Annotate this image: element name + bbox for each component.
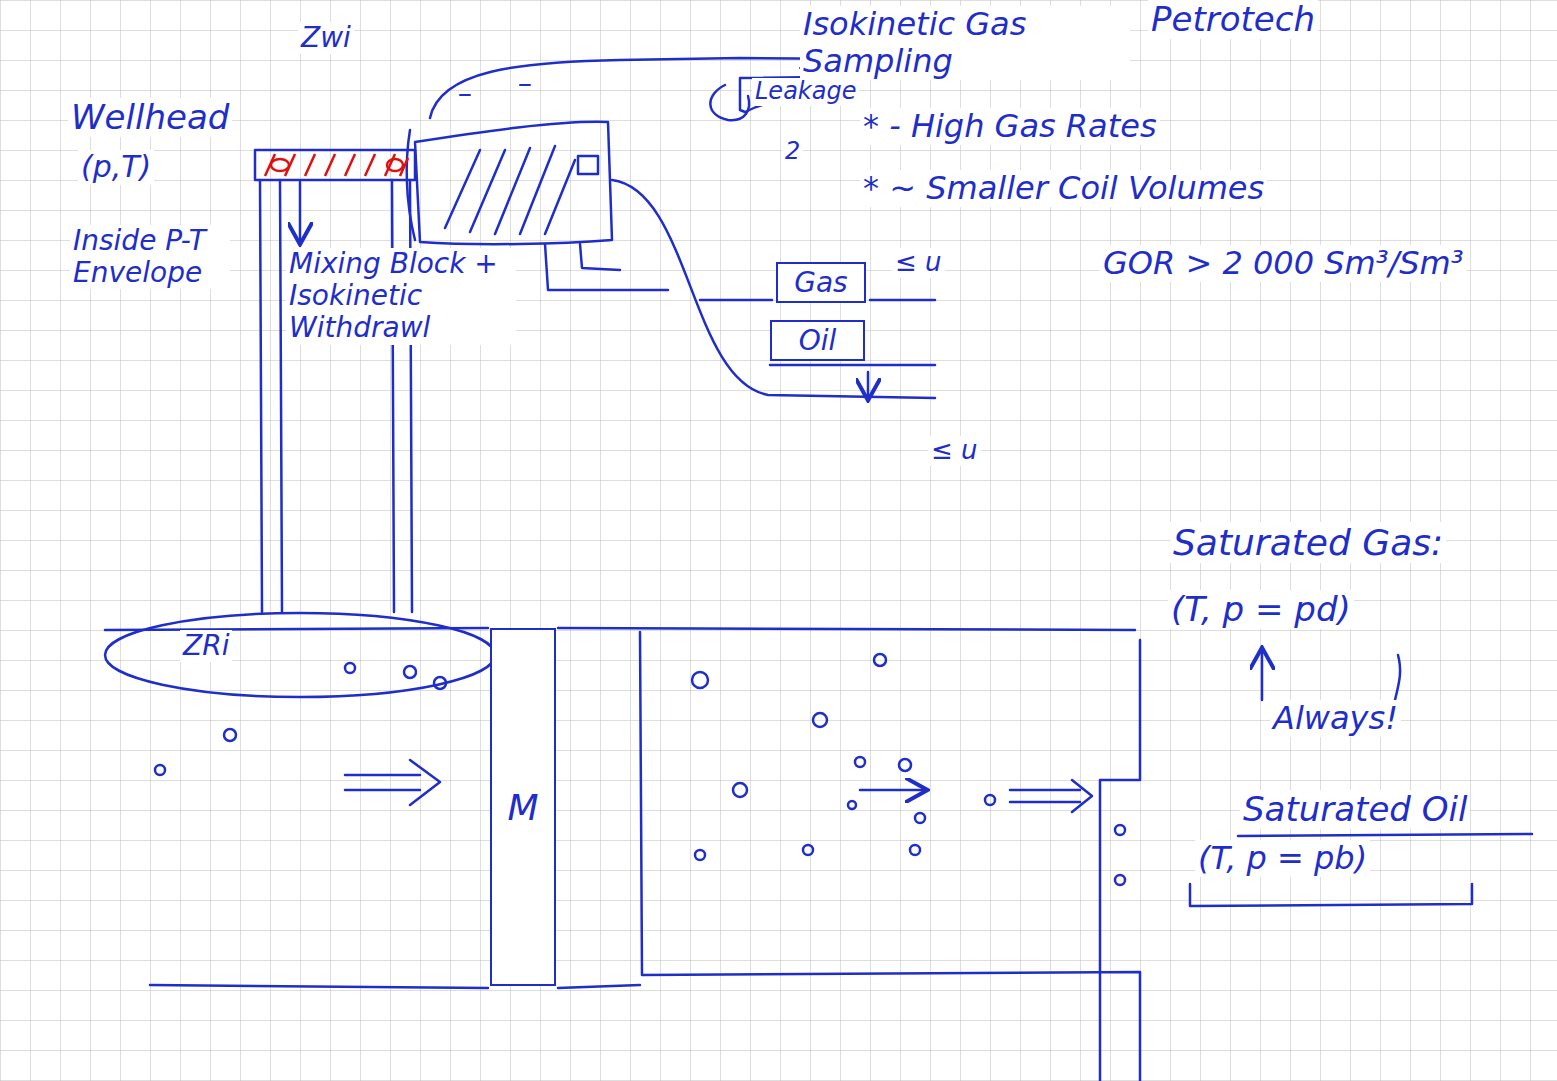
condition: ≤ u — [892, 248, 945, 278]
bubble — [345, 663, 355, 673]
bubble — [855, 757, 865, 767]
company-name: Petrotech — [1148, 0, 1318, 39]
tubing — [260, 180, 412, 612]
condition: (T, p = pb) — [1195, 840, 1370, 877]
heading: Wellhead — [68, 98, 232, 137]
note: Always! — [1270, 700, 1401, 737]
note-mark — [1395, 655, 1400, 700]
flow-arrow — [867, 372, 870, 398]
red-hatch — [265, 154, 408, 176]
pipe-wall — [105, 628, 1135, 630]
mixer-box: M — [490, 628, 556, 986]
bubble — [695, 850, 705, 860]
support — [545, 244, 668, 290]
note: Inside P-T Envelope — [70, 225, 230, 289]
bubble — [899, 759, 911, 771]
note-heading: Saturated Oil — [1240, 790, 1470, 829]
composition-symbol: Zwi — [298, 22, 354, 54]
condition: (p,T) — [78, 150, 154, 185]
big-arrow — [1010, 780, 1092, 812]
part-name: Leakage — [752, 78, 859, 106]
hatching — [445, 146, 575, 234]
mixing-edge — [407, 130, 415, 240]
bubble — [155, 765, 165, 775]
note: * - High Gas Rates — [860, 108, 1160, 145]
condition: (T, p = pd) — [1168, 590, 1354, 629]
bubble — [803, 845, 813, 855]
bubble — [1115, 875, 1125, 885]
bubble — [434, 677, 446, 689]
separator-line — [770, 364, 935, 367]
note: * ~ Smaller Coil Volumes — [860, 170, 1267, 207]
flow-arrow — [299, 182, 302, 242]
note: GOR > 2 000 Sm³/Sm³ — [1100, 245, 1467, 282]
note-heading: Saturated Gas: — [1170, 522, 1446, 563]
bubble — [1115, 825, 1125, 835]
note-arrow — [1261, 650, 1264, 700]
probe-port — [578, 156, 598, 174]
pipe-box — [640, 632, 1140, 1081]
reservoir-ellipse — [105, 613, 495, 697]
node-text: Gas — [794, 266, 847, 299]
bubble — [915, 813, 925, 823]
big-arrow — [345, 760, 440, 805]
bubble — [874, 654, 886, 666]
node-text: M — [507, 787, 538, 828]
bubble — [404, 666, 416, 678]
phase-box: Gas — [776, 262, 866, 303]
bracket — [1190, 884, 1472, 906]
node-text: Oil — [799, 324, 837, 357]
wellhead-cap — [255, 150, 415, 180]
bubble — [224, 729, 236, 741]
underline — [1238, 834, 1532, 836]
composition-symbol: ZRi — [180, 630, 232, 662]
bubble — [692, 672, 708, 688]
part-name: Isokinetic Gas Sampling — [800, 6, 1130, 80]
sample-line — [612, 180, 935, 398]
leakage-loop — [710, 85, 749, 120]
condition: ≤ u — [928, 436, 981, 466]
bubble — [733, 783, 747, 797]
part-name: Mixing Block + Isokinetic Withdrawl — [286, 248, 516, 345]
bubble — [910, 845, 920, 855]
callout-number: 2 — [782, 138, 803, 166]
pipe-wall — [150, 985, 640, 988]
mixing-block — [415, 122, 612, 244]
flow-arrow — [860, 789, 925, 792]
bubble — [848, 801, 856, 809]
bubble — [985, 795, 995, 805]
bubble — [813, 713, 827, 727]
phase-box: Oil — [770, 320, 865, 361]
